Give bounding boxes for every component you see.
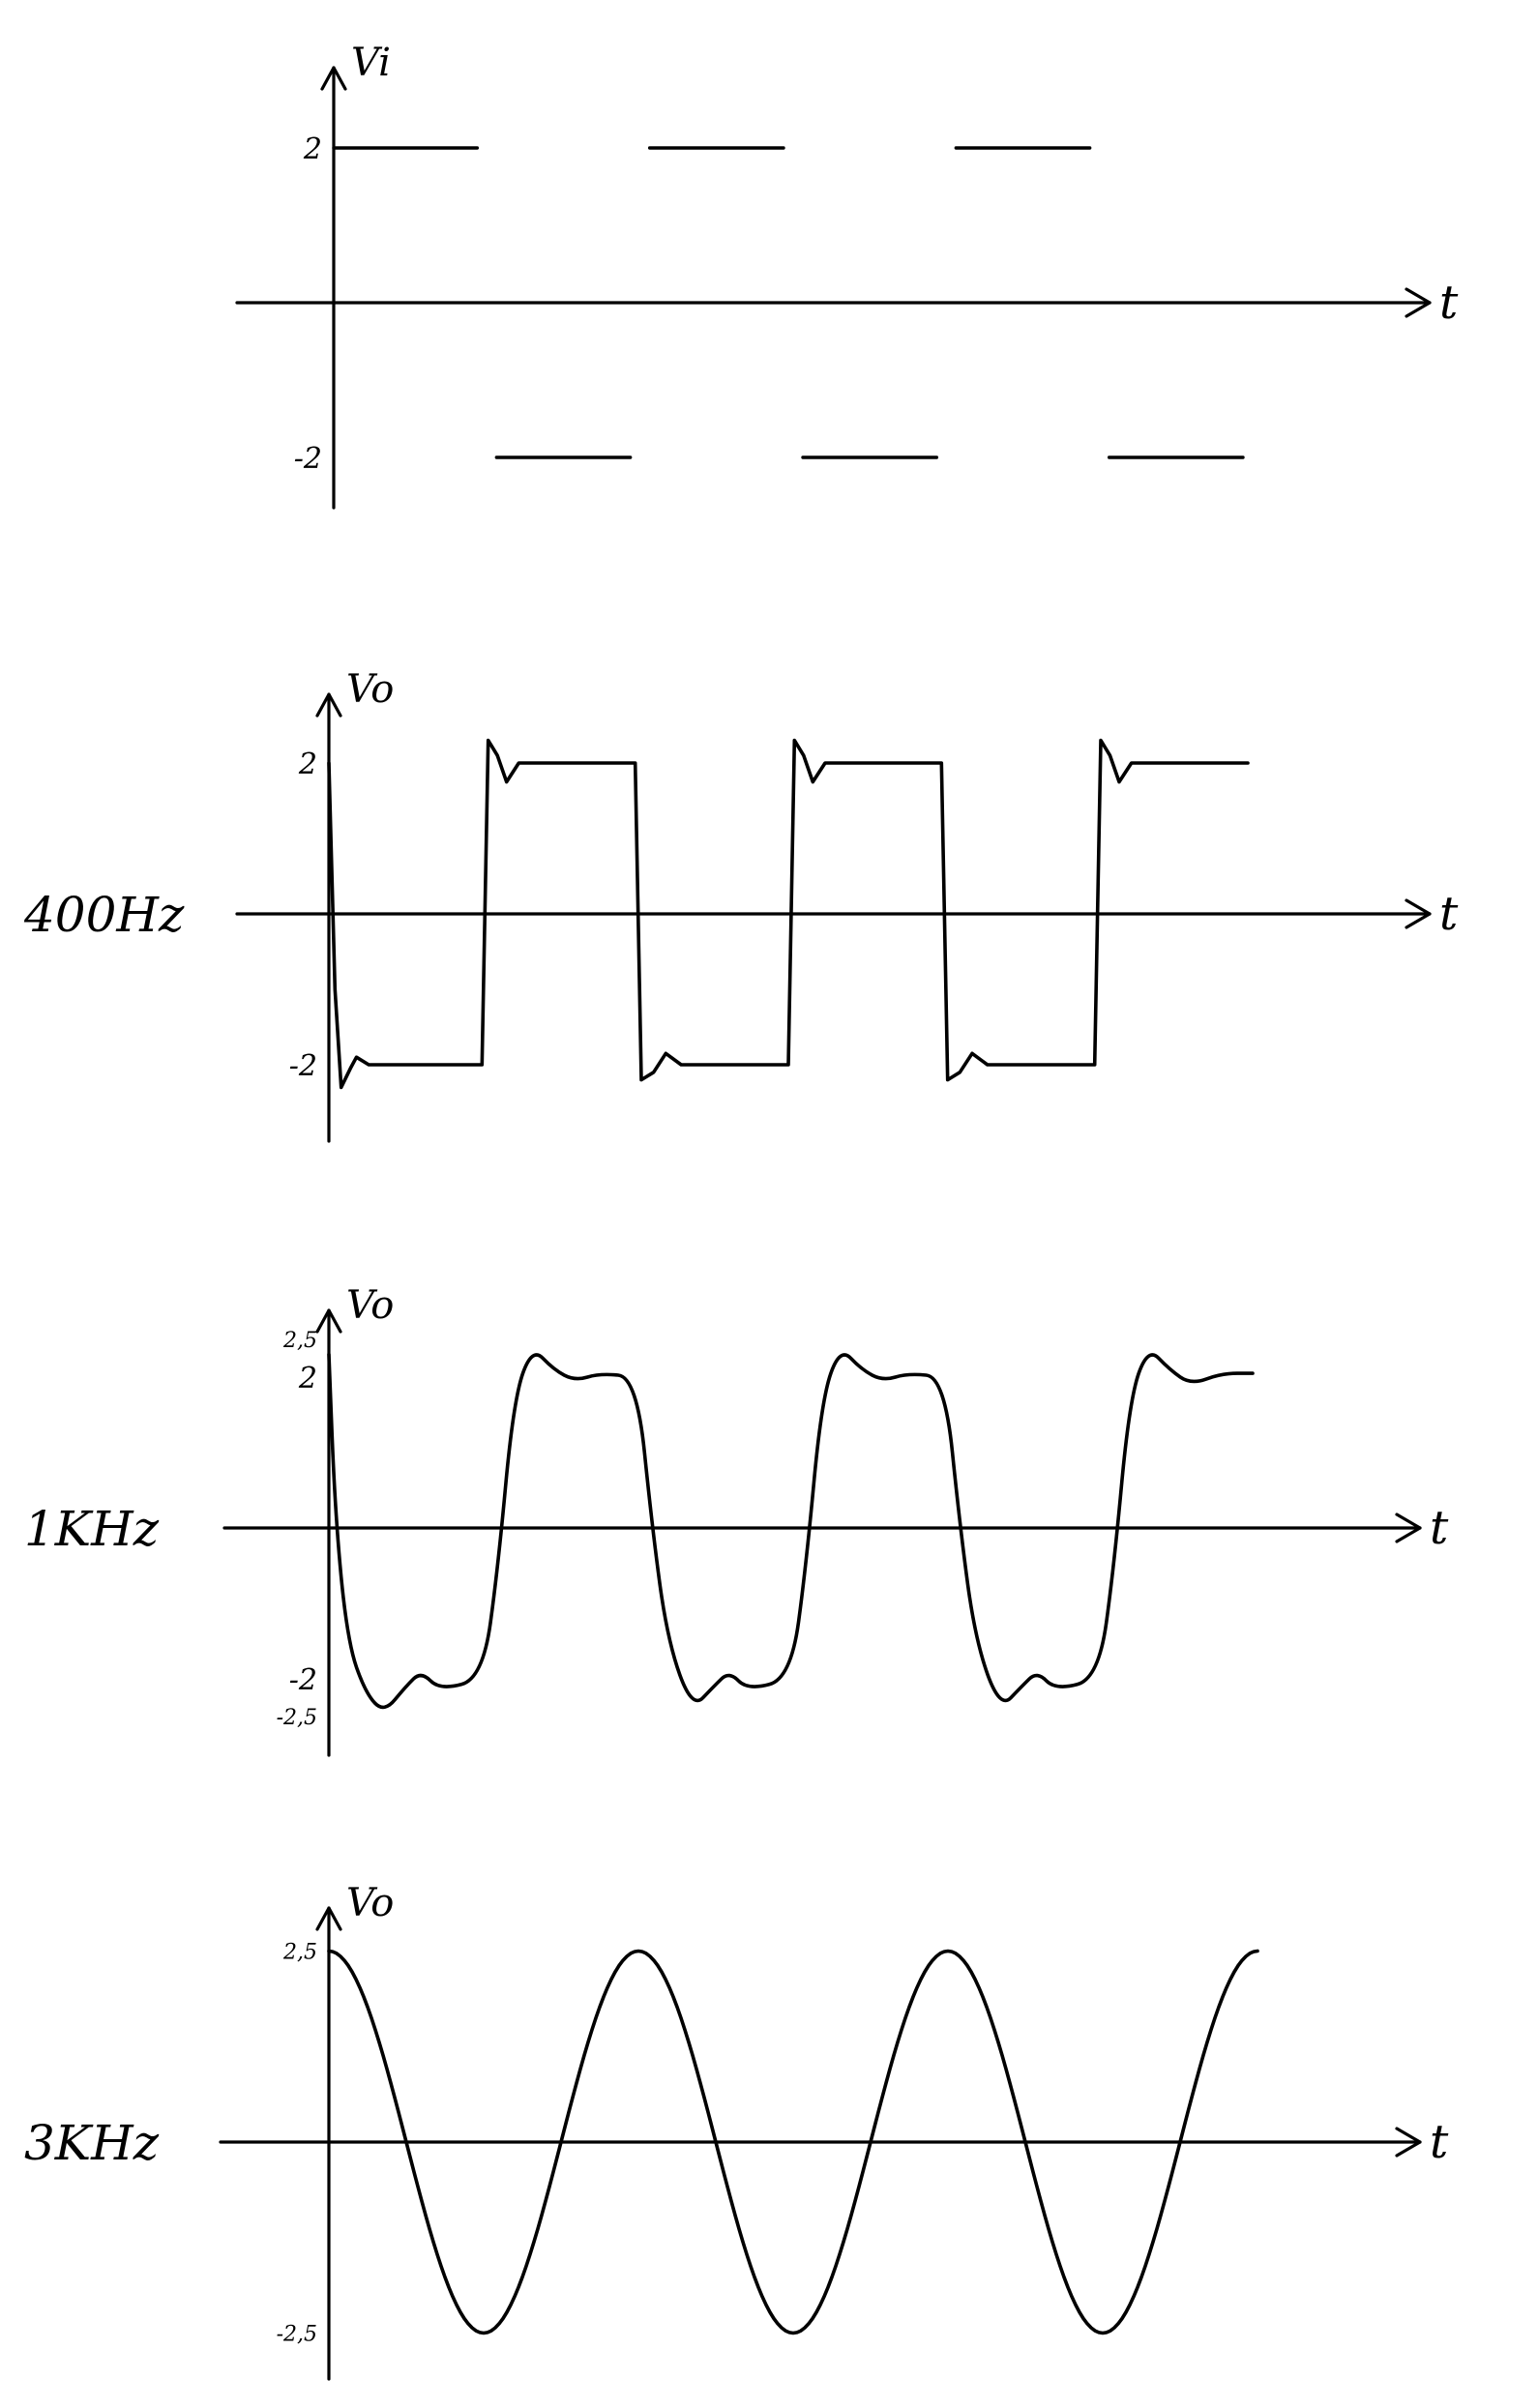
y-tick-label: 2,5	[282, 1329, 317, 1353]
y-axis-arrow-icon	[315, 1906, 342, 1931]
y-axis-label: Vi	[351, 41, 391, 85]
y-axis-arrow-icon	[320, 66, 347, 91]
y-axis-label: Vo	[346, 1881, 394, 1925]
panel-2: t Vo 400Hz 2 -2	[23, 667, 1459, 1143]
waveform-trace	[327, 738, 1250, 1090]
y-tick-label: 2,5	[282, 1941, 317, 1965]
x-axis-arrow-icon	[1395, 2127, 1422, 2158]
x-axis-label: t	[1430, 2115, 1449, 2169]
y-tick-label: -2	[289, 1663, 317, 1697]
waveform-trace	[327, 1352, 1255, 1710]
y-axis-arrow-icon	[315, 1308, 342, 1334]
x-axis-arrow-icon	[1395, 1512, 1422, 1543]
x-axis-label: t	[1430, 1501, 1449, 1555]
panel-4: t Vo 3KHz 2,5 -2,5	[24, 1881, 1449, 2381]
frequency-label: 1KHz	[24, 1501, 160, 1557]
frequency-label: 400Hz	[23, 887, 185, 943]
panel-3: t Vo 1KHz 2,5 2 -2 -2,5	[24, 1283, 1449, 1757]
x-axis-label: t	[1439, 887, 1459, 941]
y-tick-label: -2,5	[277, 1706, 317, 1730]
y-tick-label: 2	[298, 1362, 317, 1395]
x-axis-arrow-icon	[1405, 287, 1432, 318]
frequency-label: 3KHz	[24, 2115, 160, 2171]
y-tick-label: -2	[294, 442, 322, 476]
y-axis-label: Vo	[346, 1283, 394, 1328]
waveform-trace	[327, 1949, 1259, 2335]
y-tick-label: 2	[303, 132, 322, 166]
x-axis-arrow-icon	[1405, 898, 1432, 929]
y-tick-label: -2,5	[277, 2323, 317, 2347]
y-axis-label: Vo	[346, 667, 394, 712]
y-axis-arrow-icon	[315, 692, 342, 718]
x-axis-label: t	[1439, 276, 1459, 330]
y-tick-label: -2	[289, 1049, 317, 1083]
y-tick-label: 2	[298, 748, 317, 781]
panel-1: t Vi 2 -2	[235, 41, 1459, 510]
